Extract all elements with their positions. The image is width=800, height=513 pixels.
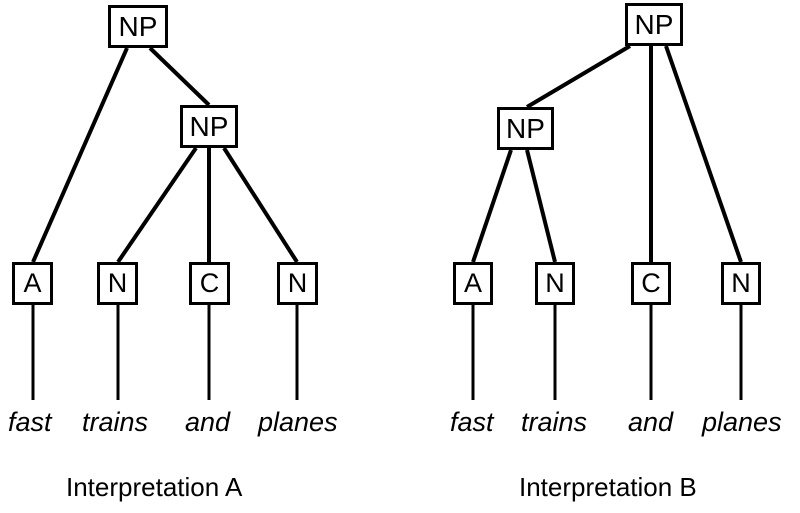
tree-node-b-np-inner: NP (497, 107, 554, 150)
tree-node-a-leaf-c: C (189, 262, 230, 305)
tree-node-a-leaf-n1: N (97, 262, 138, 305)
tree-node-a-np-top: NP (108, 5, 168, 48)
tree-node-b-leaf-a: A (453, 262, 493, 305)
tree-edge-a-np-top-to-a-np-inner (148, 46, 211, 107)
tree-node-b-leaf-c: C (631, 262, 671, 305)
word-label-interpretation-a-0: fast (8, 407, 52, 437)
word-label-interpretation-b-3: planes (702, 407, 782, 437)
caption-interpretation-b: Interpretation B (519, 472, 697, 502)
caption-interpretation-a: Interpretation A (66, 472, 243, 502)
word-label-interpretation-a-1: trains (82, 407, 149, 437)
word-label-interpretation-b-0: fast (450, 407, 494, 437)
tree-edge-b-np-inner-to-b-leaf-n1 (525, 149, 557, 263)
word-label-interpretation-b-1: trains (521, 407, 588, 437)
tree-edge-b-np-top-to-b-leaf-n2 (664, 45, 743, 263)
tree-node-a-leaf-a: A (12, 262, 53, 305)
tree-edge-b-np-top-to-b-np-inner (525, 44, 632, 109)
tree-edge-b-np-inner-to-b-leaf-a (471, 149, 513, 263)
tree-node-b-leaf-n1: N (535, 262, 575, 305)
word-label-interpretation-a-2: and (185, 407, 231, 437)
tree-node-b-np-top: NP (625, 3, 683, 46)
tree-node-a-leaf-n2: N (277, 262, 318, 305)
tree-node-a-np-inner: NP (180, 105, 238, 148)
tree-edge-a-np-inner-to-a-leaf-n1 (116, 146, 198, 264)
tree-node-b-leaf-n2: N (721, 262, 761, 305)
word-label-interpretation-b-2: and (628, 407, 674, 437)
tree-edge-a-np-inner-to-a-leaf-n2 (222, 146, 299, 264)
tree-edge-a-np-top-to-a-leaf-a (31, 47, 129, 263)
word-label-interpretation-a-3: planes (258, 407, 338, 437)
